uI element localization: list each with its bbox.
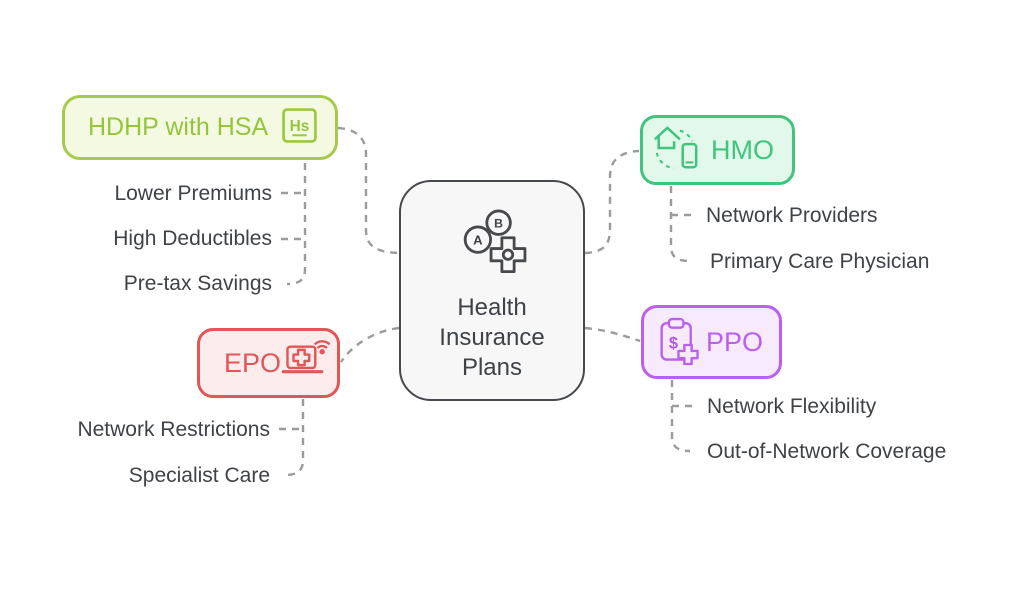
branch-ppo-trunk: [670, 380, 691, 453]
clipboard-cost-plus-icon: $: [655, 315, 701, 370]
connector-center-ppo: [584, 326, 641, 343]
branch-label-primary-care-physician: Primary Care Physician: [710, 250, 930, 273]
connector-center-hdhp: [337, 126, 399, 255]
node-epo: EPO: [197, 328, 340, 398]
branch-label-network-providers: Network Providers: [706, 204, 878, 227]
badge-b: B: [494, 216, 503, 230]
branch-label-network-flexibility: Network Flexibility: [707, 395, 877, 418]
branch-hmo-trunk: [669, 186, 690, 263]
hsa-icon-text: Hs: [290, 118, 310, 135]
branch-label-out-of-network-coverage: Out-of-Network Coverage: [707, 440, 947, 463]
plan-options-medical-cross-icon: A B: [454, 202, 530, 287]
hdhp-label: HDHP with HSA: [88, 113, 269, 141]
node-health-insurance-plans: A B Health Insurance Plans: [399, 180, 585, 401]
center-title: Health Insurance Plans: [439, 293, 544, 383]
branch-label-network-restrictions: Network Restrictions: [77, 418, 270, 441]
node-hdhp-with-hsa: HDHP with HSA Hs: [62, 95, 338, 160]
center-title-line: Insurance: [439, 324, 545, 351]
connector-center-hmo: [584, 149, 640, 255]
node-hmo: HMO: [640, 115, 795, 185]
branch-hdhp-trunk: [286, 163, 307, 286]
branch-label-lower-premiums: Lower Premiums: [114, 182, 272, 205]
center-title-line: Health: [457, 294, 527, 321]
center-title-line: Plans: [461, 354, 523, 381]
node-ppo: $ PPO: [641, 305, 782, 379]
branch-label-pre-tax-savings: Pre-tax Savings: [123, 272, 272, 295]
hmo-label: HMO: [711, 134, 774, 165]
hsa-element-tile-icon: Hs: [281, 107, 318, 149]
badge-a: A: [473, 232, 483, 247]
branch-epo-trunk: [284, 399, 305, 477]
branch-label-specialist-care: Specialist Care: [128, 464, 270, 487]
branch-label-high-deductibles: High Deductibles: [113, 227, 272, 250]
home-mobile-network-icon: [651, 121, 701, 180]
epo-label: EPO: [224, 347, 282, 378]
ppo-icon-dollar: $: [669, 334, 678, 352]
ppo-label: PPO: [705, 326, 763, 357]
connector-center-epo: [339, 326, 400, 363]
telehealth-laptop-icon: [281, 339, 331, 387]
